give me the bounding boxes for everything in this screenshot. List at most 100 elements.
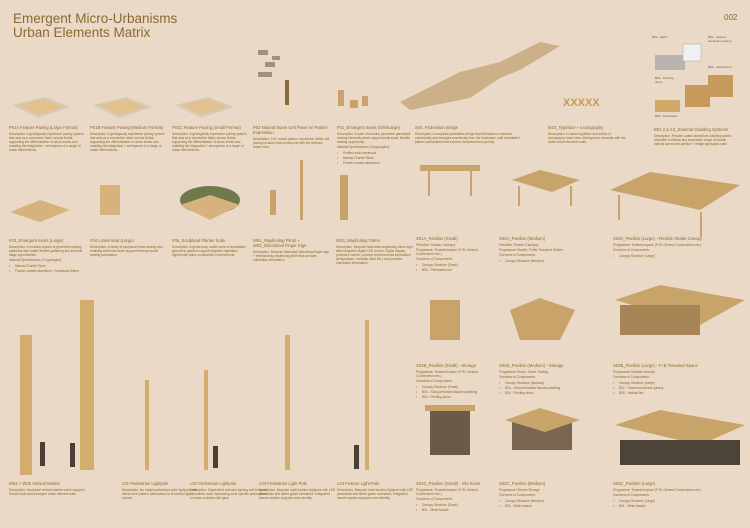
component-list: Canopy Structure (Medium)B01 - Mesh faca…	[499, 499, 577, 508]
list-item: Powder coated aluminium + hardwood timbe…	[9, 269, 87, 273]
page-number: 002	[724, 13, 738, 22]
list-item: B01 - Mesh facade	[613, 504, 723, 508]
component-list: Canopy Structure (Large)	[613, 254, 723, 258]
card-description: Description: A family of sculptural line…	[90, 244, 163, 257]
card-title: B01,2,3,4,5_External Cladding Systems	[654, 127, 729, 132]
card-description: Description: A geologically expressive p…	[9, 131, 84, 152]
element-card: P01C Feature Paving (Small Format)Descri…	[172, 125, 250, 153]
person-figure	[285, 80, 289, 105]
label-b01: B01 - Mesh	[652, 35, 668, 39]
card-description: Programme: Kiosk / Street Trading	[499, 369, 548, 374]
row2-furniture	[10, 185, 240, 222]
stone-pavers	[258, 50, 280, 77]
card-list-heading: Overview of Components:	[416, 379, 453, 383]
pavilions	[420, 165, 745, 465]
card-title: P01A Feature Paving (Large Format)	[9, 125, 78, 130]
wayfinding-signs	[270, 160, 348, 220]
list-item: B01 - Mesh facade	[416, 508, 494, 512]
card-description: Programme: Tenanted space (F+B, General …	[416, 247, 478, 256]
card-title: W01_Wayfinding Plinth + W02_Directional …	[253, 238, 307, 248]
card-description: Description: A sculptural pedestrian bri…	[415, 131, 520, 144]
card-list-heading: Material Specifications (3 typologies):	[337, 145, 390, 149]
emergent-seats	[338, 90, 368, 108]
card-subtitle: Flexible Shade Canopy	[499, 242, 539, 247]
list-item: B04 - Pivoting doors	[416, 395, 494, 399]
card-title: F03_Emergent Seats (Large)	[9, 238, 64, 243]
card-list-heading: Overview of Components:	[499, 493, 536, 497]
component-list: Canopy Structure (Small)B03 - Solid perf…	[416, 385, 494, 399]
card-title: S02B_Pavilion (Medium) - Storage	[499, 363, 564, 368]
card-title: W03_Wayfinding Totem	[336, 238, 380, 243]
element-card: S02C_Pavilion (Medium)Programme: Secure …	[499, 481, 577, 509]
label-b05: B05 - Perforated	[655, 114, 678, 118]
title-line-2: Urban Elements Matrix	[13, 25, 151, 40]
card-description: Description: A modular system of geometr…	[9, 244, 83, 257]
label-b04: B04 - Pivoting doors	[655, 76, 674, 84]
element-card: S03A_Pavilion (Large) - Flexible Shade C…	[613, 236, 723, 259]
element-card: P02 Natural Stone Unit Paver w/ Pattern …	[253, 125, 331, 150]
card-list-heading: Overview of Components:	[613, 248, 650, 252]
card-title: F05_Sculptural Planter Suite	[172, 238, 226, 243]
component-list: Natural Granite StonePowder coated alumi…	[9, 264, 87, 273]
card-description: Description: CnC routed pattern expressi…	[253, 136, 330, 149]
card-title: S02A_Pavilion (Medium)	[499, 236, 546, 241]
element-card: S02A_Pavilion (Medium)Flexible Shade Can…	[499, 236, 577, 264]
list-item: B01 - Mesh facade	[499, 504, 577, 508]
card-list-heading: Overview of Components:	[613, 375, 650, 379]
component-list: Profiled solid hardwoodNatural Granite S…	[337, 151, 415, 165]
component-list: Canopy Structure (Small)B05 - Perforated…	[416, 263, 494, 272]
element-card: F03_Emergent Seats (Large)Description: A…	[9, 238, 87, 274]
card-title: S03C_Pavilion (Large)	[613, 481, 656, 486]
card-title: L02 Pedestrian Lightpole	[190, 481, 237, 486]
people-figures	[40, 442, 359, 469]
list-item: Canopy Structure (Small)	[416, 385, 494, 389]
list-item: Powder coated aluminium	[337, 161, 415, 165]
component-list: Canopy Structure (Large)B01 - Mesh facad…	[613, 499, 723, 508]
card-title: F01_Emergent Seats (S/M/Large)	[337, 125, 400, 130]
card-description: Description: A custom typeface and serie…	[548, 131, 626, 144]
list-item: B04 - Pivoting doors	[499, 391, 577, 395]
list-item: Canopy Structure (Medium)	[499, 381, 577, 385]
title-line-1: Emergent Micro-Urbanisms	[13, 11, 178, 26]
list-item: Canopy Structure (Large)	[613, 381, 723, 385]
card-description: Programme: Tenanted space (F+B, General …	[416, 487, 478, 496]
card-list-heading: Material Specifications (2 typologies):	[9, 258, 62, 262]
card-description: Programme: Tenanted space (F+B, General …	[416, 369, 478, 378]
list-item: B03 - Solid perforated facade panelling	[416, 390, 494, 394]
card-description: Description: A generously scaled suite o…	[172, 244, 247, 257]
card-list-heading: Overview of Components:	[416, 257, 453, 261]
card-title: S02C_Pavilion (Medium)	[499, 481, 546, 486]
card-title: S01C_Pavilion (Small) - Info Kiosk	[416, 481, 481, 486]
list-item: B03 - Solid perforated facade panelling	[499, 386, 577, 390]
list-item: B05 - Perforated roof	[416, 268, 494, 272]
element-card: S01A_Pavilion (Small)Flexible Shade Cano…	[416, 236, 494, 273]
list-item: Canopy Structure (Large)	[613, 499, 723, 503]
element-card: P01B Feature Paving (Medium Format)Descr…	[90, 125, 168, 153]
card-list-heading: Overview of Components:	[499, 375, 536, 379]
card-list-heading: Overview of Components:	[613, 493, 650, 497]
card-title: P01B Feature Paving (Medium Format)	[90, 125, 164, 130]
card-title: W04 + W05 Vertical Marker	[9, 481, 61, 486]
card-title: P02 Natural Stone Unit Paver w/ Pattern …	[253, 125, 328, 135]
card-description: Description: A suite of modular geometri…	[337, 131, 411, 144]
page-title: Emergent Micro-Urbanisms Urban Elements …	[13, 12, 177, 40]
card-description: Programme: Tenanted space (F+B, General …	[613, 487, 702, 492]
element-card: S03C_Pavilion (Large)Programme: Tenanted…	[613, 481, 723, 509]
element-card: P01A Feature Paving (Large Format)Descri…	[9, 125, 87, 153]
component-list: Canopy Structure (Small)B01 - Mesh facad…	[416, 503, 494, 512]
card-description: Programme: Markets Amenity	[613, 369, 655, 374]
list-item: B02 - Glazed aluminium joinery	[613, 386, 723, 390]
cladding-components	[655, 43, 733, 112]
card-description: Description: A geologically expressive p…	[90, 131, 165, 152]
card-title: L04 Feature Light Pole	[337, 481, 380, 486]
list-item: Profiled solid hardwood	[337, 151, 415, 155]
element-card: W01_Wayfinding Plinth + W02_Directional …	[253, 238, 331, 263]
card-title: S03B_Pavilion (Large) - F+B Tenanted Spa…	[613, 363, 698, 368]
